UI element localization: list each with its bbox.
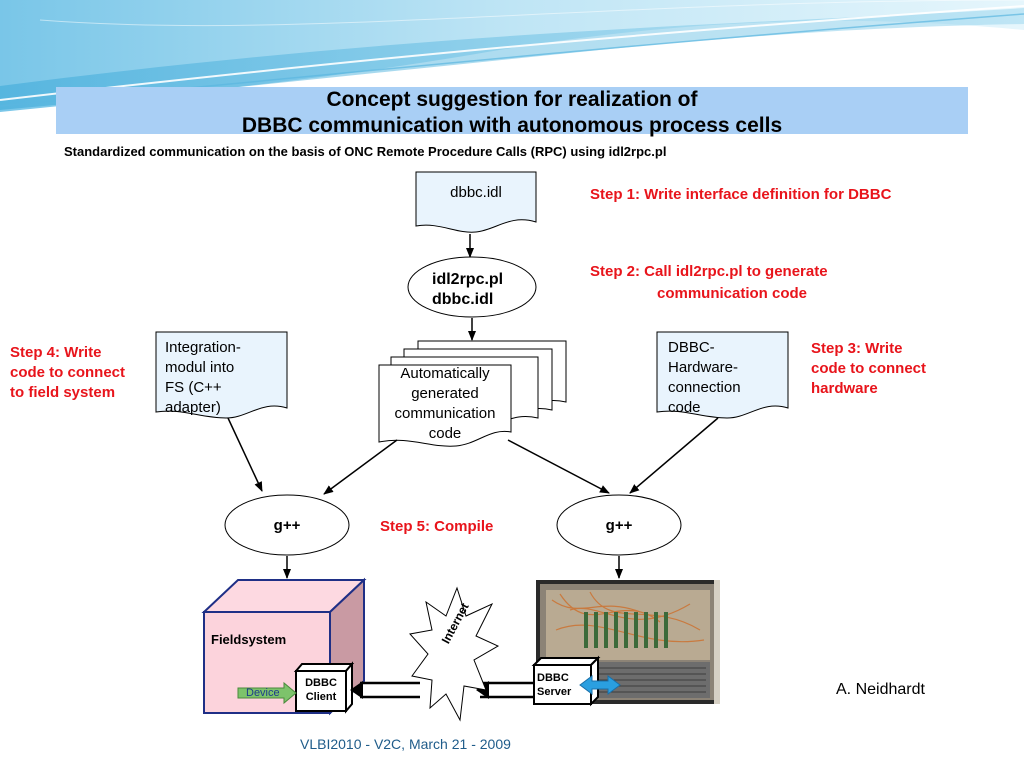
step-5-label: Step 5: Compile (380, 518, 494, 535)
idl2rpc-line-2: dbbc.idl (432, 291, 494, 308)
arrow-generated-to-gpp-right (507, 439, 610, 494)
dbbc-server-line-2: Server (537, 686, 572, 698)
link-server-arrowhead (476, 681, 489, 699)
server-double-arrow (579, 675, 621, 695)
link-client-arrowhead (350, 681, 363, 699)
author-label: A. Neidhardt (836, 681, 925, 698)
idl-document-shape (415, 171, 537, 233)
step-2-label-line-2: communication code (657, 285, 808, 302)
step-3-line-2: code to connect (811, 360, 927, 377)
dbbc-server-line-1: DBBC (537, 672, 569, 684)
idl-document-label: dbbc.idl (450, 184, 502, 201)
gpp-left-label: g++ (273, 517, 301, 534)
generated-doc-front (378, 364, 512, 447)
integration-doc-shape (155, 331, 288, 419)
device-arrow-shape (237, 681, 297, 705)
arrow-hardware-to-gpp-right (629, 417, 719, 494)
step-3-line-1: Step 3: Write (811, 340, 903, 357)
fieldsystem-label: Fieldsystem (211, 632, 287, 647)
arrow-integration-to-gpp-left (227, 417, 263, 492)
gpp-right-label: g++ (605, 517, 633, 534)
dbbc-server-label: DBBC Server (537, 671, 571, 699)
hardware-code-label: DBBC- Hardware- connection code (668, 338, 741, 418)
generated-line-3: communication (394, 405, 496, 422)
idl2rpc-ellipse (407, 256, 537, 318)
arrow-generated-to-gpp-left (323, 439, 398, 495)
hardware-line-4: code (668, 399, 701, 416)
step-4-line-3: to field system (10, 384, 116, 401)
title-band (56, 87, 968, 134)
idl2rpc-label: idl2rpc.pl dbbc.idl (432, 270, 503, 310)
step-4-label: Step 4: Write code to connect to field s… (10, 343, 125, 403)
step-3-line-3: hardware (811, 380, 878, 397)
integration-line-4: adapter) (165, 399, 221, 416)
slide-subtitle: Standardized communication on the basis … (56, 140, 936, 164)
hardware-line-1: DBBC- (668, 339, 715, 356)
internet-starburst (409, 586, 500, 722)
integration-line-3: FS (C++ (165, 379, 222, 396)
dbbc-client-box (293, 661, 355, 714)
generated-line-2: generated (411, 385, 479, 402)
title-line-1: Concept suggestion for realization of (326, 88, 698, 111)
step-4-line-1: Step 4: Write (10, 344, 102, 361)
gpp-right-ellipse (556, 494, 682, 556)
dbbc-client-line-1: DBBC (305, 677, 337, 689)
slide-title: Concept suggestion for realization of DB… (56, 87, 968, 139)
generated-code-label: Automatically generated communication co… (379, 364, 511, 444)
hardware-doc-shape (656, 331, 789, 419)
dbbc-server-box (531, 655, 601, 707)
device-label: Device (246, 687, 280, 699)
generated-line-1: Automatically (400, 365, 490, 382)
integration-module-label: Integration- modul into FS (C++ adapter) (165, 338, 241, 418)
step-2-label-line-1: Step 2: Call idl2rpc.pl to generate (590, 263, 828, 280)
hardware-line-2: Hardware- (668, 359, 739, 376)
step-3-label: Step 3: Write code to connect hardware (811, 339, 926, 399)
step-1-label: Step 1: Write interface definition for D… (590, 186, 892, 203)
hardware-line-3: connection (668, 379, 741, 396)
integration-line-1: Integration- (165, 339, 241, 356)
gpp-left-ellipse (224, 494, 350, 556)
integration-line-2: modul into (165, 359, 235, 376)
title-line-2: DBBC communication with autonomous proce… (241, 114, 783, 137)
step-4-line-2: code to connect (10, 364, 126, 381)
generated-line-4: code (428, 425, 462, 442)
dbbc-client-label: DBBC Client (296, 676, 346, 704)
dbbc-client-line-2: Client (305, 691, 337, 703)
footer-text: VLBI2010 - V2C, March 21 - 2009 (300, 736, 511, 752)
idl2rpc-line-1: idl2rpc.pl (432, 271, 504, 288)
dbbc-hardware-photo (536, 580, 720, 704)
